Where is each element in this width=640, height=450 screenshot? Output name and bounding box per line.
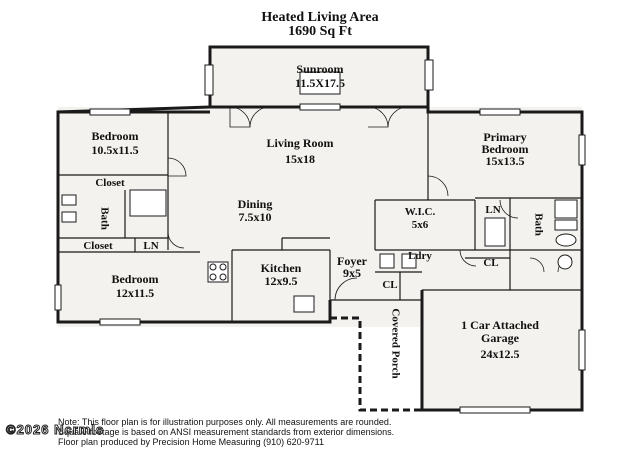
room-bedroom-bottom-name: Bedroom [111, 272, 159, 286]
room-ln-left: LN [143, 240, 159, 252]
room-bath-left: Bath [98, 207, 111, 230]
room-closet-bottom: Closet [83, 240, 113, 252]
room-living-name: Living Room [266, 136, 334, 150]
room-bedroom-top-size: 10.5x11.5 [91, 143, 139, 157]
plan-area: 1690 Sq Ft [288, 24, 352, 39]
room-ln-right: LN [485, 204, 501, 216]
footer-note-1: Note: This floor plan is for illustratio… [58, 417, 392, 427]
room-living-size: 15x18 [285, 152, 315, 166]
room-closet-top: Closet [95, 177, 125, 189]
room-garage-name: 1 Car Attached [461, 318, 539, 332]
room-primary-name2: Bedroom [481, 142, 529, 156]
watermark: ©2026 Ncrmls [5, 422, 105, 438]
room-garage-size: 24x12.5 [480, 347, 520, 361]
porch-outline [330, 316, 422, 412]
room-dining-size: 7.5x10 [238, 210, 272, 224]
room-sunroom-name: Sunroom [296, 62, 344, 76]
footer-note-2: Square footage is based on ANSI measurem… [58, 427, 395, 437]
room-wic-size: 5x6 [411, 219, 429, 231]
door-swings [167, 106, 573, 301]
room-sunroom-size: 11.5X17.5 [294, 76, 345, 90]
room-primary-name: Primary [483, 130, 527, 144]
room-foyer-name: Foyer [337, 254, 367, 268]
room-primary-size: 15x13.5 [485, 154, 525, 168]
room-wic-name: W.I.C. [404, 206, 436, 218]
room-kitchen-size: 12x9.5 [264, 274, 298, 288]
windows [54, 59, 586, 414]
room-bedroom-bottom-size: 12x11.5 [115, 286, 155, 300]
footer-note-3: Floor plan produced by Precision Home Me… [58, 437, 324, 447]
room-cl-foyer: CL [382, 279, 398, 291]
room-bath-right: Bath [532, 213, 545, 236]
room-dining-name: Dining [237, 197, 273, 211]
plan-title: Heated Living Area [261, 10, 379, 25]
room-foyer-size: 9x5 [343, 266, 361, 280]
room-laundry: Ldry [408, 250, 432, 262]
room-kitchen-name: Kitchen [260, 261, 302, 275]
room-covered-porch: Covered Porch [389, 308, 402, 379]
fixtures [61, 71, 578, 313]
room-bedroom-top-name: Bedroom [91, 129, 139, 143]
room-cl-right: CL [483, 257, 499, 269]
room-garage-name2: Garage [481, 331, 519, 345]
